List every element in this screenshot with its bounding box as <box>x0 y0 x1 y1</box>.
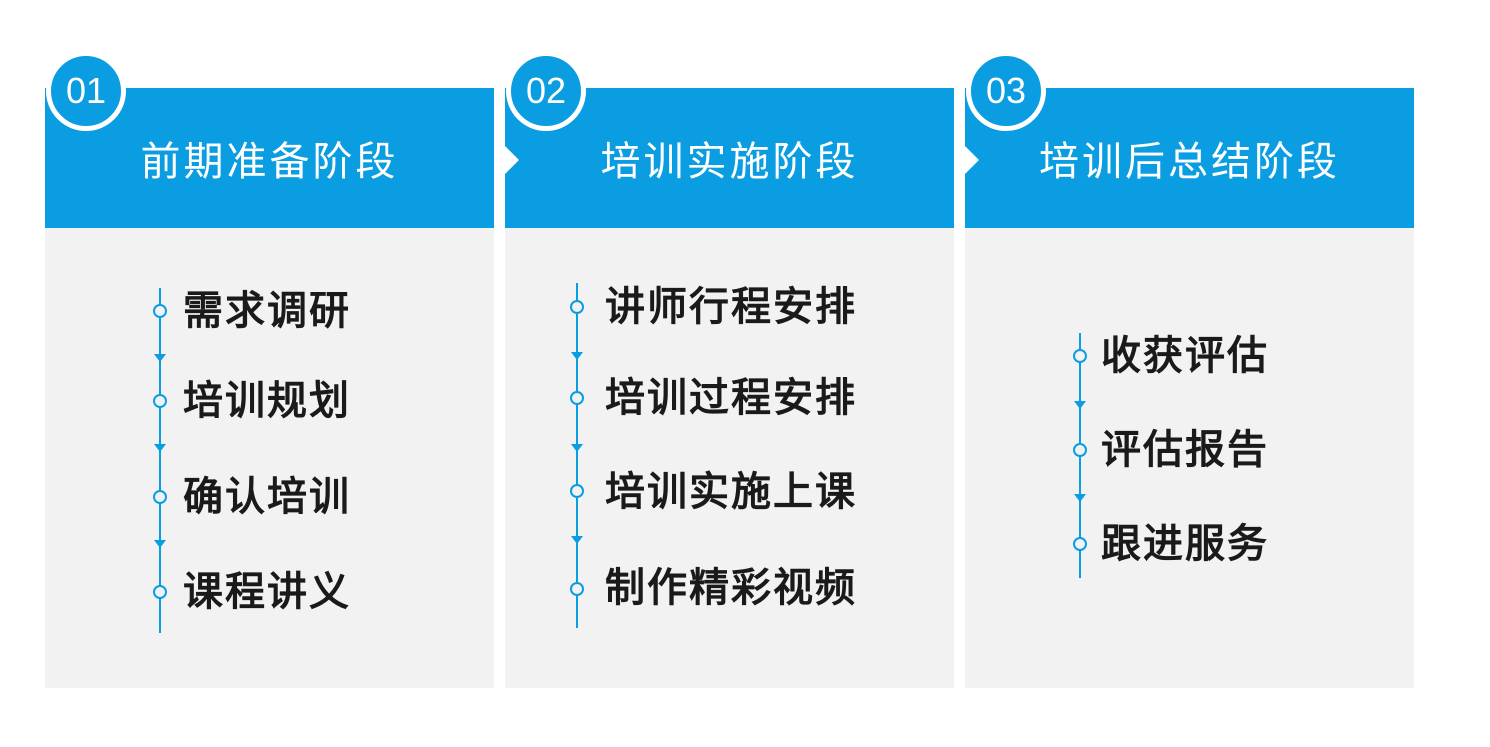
chevron-right-icon <box>505 146 519 174</box>
down-arrow-icon <box>154 444 166 452</box>
down-arrow-icon <box>571 444 583 452</box>
stage-1-header: 前期准备阶段 <box>45 88 494 228</box>
stage-1-body: 需求调研 培训规划 确认培训 课程讲义 <box>45 228 494 688</box>
stage-1-number-badge: 01 <box>46 51 126 131</box>
stage-2-body: 讲师行程安排 培训过程安排 培训实施上课 制作精彩视频 <box>505 228 954 688</box>
step-label: 收获评估 <box>1101 333 1269 379</box>
timeline-node <box>153 304 167 318</box>
stage-2-title: 培训实施阶段 <box>600 139 859 185</box>
step-label: 制作精彩视频 <box>605 565 857 611</box>
stage-1: 前期准备阶段 需求调研 培训规划 确认培训 课程讲义 01 <box>45 51 494 688</box>
stage-2: 培训实施阶段 讲师行程安排 培训过程安排 培训实施上课 制作精彩视频 02 <box>505 51 954 688</box>
step-label: 培训规划 <box>183 378 351 424</box>
stage-3: 培训后总结阶段 收获评估 评估报告 跟进服务 03 <box>965 51 1414 688</box>
down-arrow-icon <box>154 354 166 362</box>
down-arrow-icon <box>1074 401 1086 409</box>
timeline-node <box>153 394 167 408</box>
stage-3-body: 收获评估 评估报告 跟进服务 <box>965 228 1414 688</box>
stage-1-step-list: 需求调研 培训规划 确认培训 课程讲义 <box>45 228 494 688</box>
stage-3-title: 培训后总结阶段 <box>1039 139 1340 185</box>
stage-1-title: 前期准备阶段 <box>140 139 399 185</box>
chevron-right-icon <box>965 146 979 174</box>
step-label: 课程讲义 <box>183 569 351 615</box>
timeline-node <box>153 490 167 504</box>
down-arrow-icon <box>571 352 583 360</box>
down-arrow-icon <box>1074 494 1086 502</box>
timeline-node <box>1073 443 1087 457</box>
down-arrow-icon <box>571 536 583 544</box>
step-label: 培训过程安排 <box>605 375 857 421</box>
timeline-line <box>576 283 578 628</box>
timeline-node <box>570 484 584 498</box>
timeline-node <box>153 585 167 599</box>
stage-2-step-list: 讲师行程安排 培训过程安排 培训实施上课 制作精彩视频 <box>505 228 954 688</box>
step-label: 培训实施上课 <box>605 469 857 515</box>
step-label: 跟进服务 <box>1101 521 1269 567</box>
stage-2-number-badge: 02 <box>506 51 586 131</box>
stage-3-step-list: 收获评估 评估报告 跟进服务 <box>965 228 1414 688</box>
timeline-node <box>570 582 584 596</box>
step-label: 讲师行程安排 <box>605 284 857 330</box>
timeline-node <box>570 300 584 314</box>
stage-3-number-badge: 03 <box>966 51 1046 131</box>
timeline-node <box>1073 349 1087 363</box>
timeline-node <box>1073 537 1087 551</box>
step-label: 评估报告 <box>1101 427 1269 473</box>
timeline-line <box>159 288 161 633</box>
step-label: 需求调研 <box>183 288 351 334</box>
step-label: 确认培训 <box>183 474 351 520</box>
timeline-node <box>570 391 584 405</box>
down-arrow-icon <box>154 540 166 548</box>
